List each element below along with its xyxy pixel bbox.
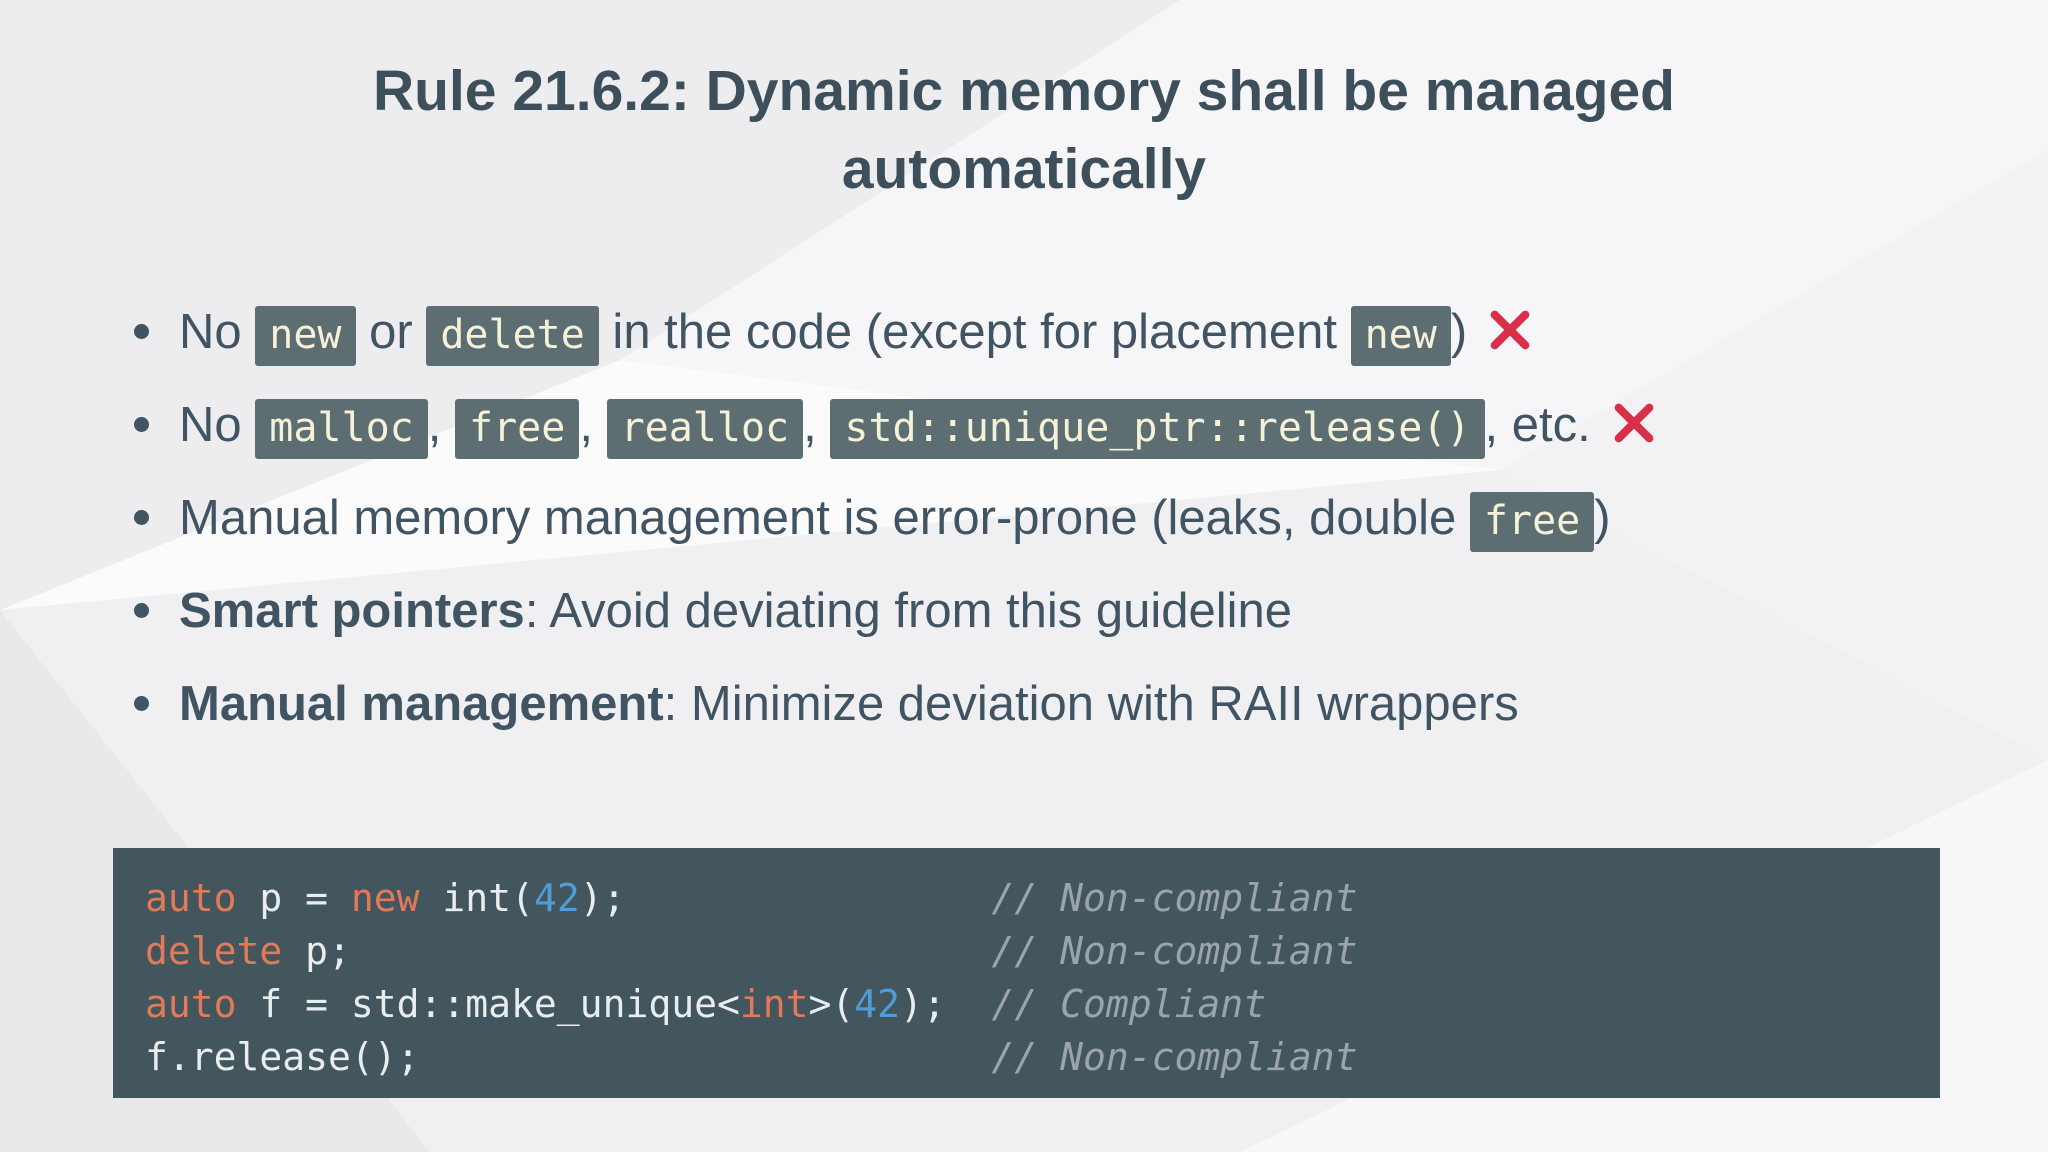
bullet-text: No (179, 305, 256, 359)
code-line: delete p; // Non-compliant (145, 925, 1940, 978)
code-token-plain: ); (579, 876, 992, 920)
code-token-keyword: auto (145, 876, 237, 920)
bullet-dot (134, 695, 149, 711)
bullet-text: in the code (except for placement (598, 305, 1351, 359)
inline-code-chip: malloc (255, 399, 428, 459)
code-token-comment: // Compliant (991, 982, 1267, 1026)
slide-title: Rule 21.6.2: Dynamic memory shall be man… (372, 59, 1675, 201)
code-token-plain: >( (808, 982, 855, 1026)
code-token-plain: int( (419, 876, 534, 920)
code-line: auto p = new int(42); // Non-compliant (145, 872, 1940, 925)
code-line: auto f = std::make_unique<int>(42); // C… (145, 978, 1940, 1031)
bullet-text: : Minimize deviation with RAII wrappers (663, 677, 1519, 731)
bullet-text: , (427, 398, 455, 452)
inline-code-chip: std::unique_ptr::release() (830, 399, 1485, 459)
inline-code-chip: delete (426, 306, 599, 366)
code-token-comment: // Non-compliant (991, 1035, 1358, 1079)
code-token-number: 42 (854, 982, 901, 1026)
inline-code-chip: new (1350, 306, 1451, 366)
bullet-text-bold: Smart pointers (179, 584, 525, 638)
code-line: f.release(); // Non-compliant (145, 1031, 1940, 1084)
inline-code-chip: free (455, 399, 580, 459)
code-token-plain: ); (900, 982, 992, 1026)
bullet-dot (134, 416, 149, 432)
bullet-item: No new or delete in the code (except for… (134, 286, 1988, 379)
code-token-number: 42 (533, 876, 580, 920)
bullet-dot (134, 602, 149, 618)
bullet-text: No (179, 398, 256, 452)
inline-code-chip: realloc (606, 399, 804, 459)
code-token-keyword: int (739, 982, 809, 1026)
bullet-text: ) (1450, 305, 1468, 359)
bullet-list: No new or delete in the code (except for… (134, 286, 1988, 751)
bullet-text: , etc. (1484, 398, 1591, 452)
inline-code-chip: new (255, 306, 356, 366)
bullet-item: Manual memory management is error-prone … (134, 472, 1988, 565)
inline-code-chip: free (1469, 492, 1595, 552)
bullet-text: Manual memory management is error-prone … (179, 491, 1470, 545)
bullet-text: ) (1594, 491, 1611, 545)
cross-icon (1490, 310, 1530, 350)
code-token-plain: f = std::make_unique< (236, 982, 740, 1026)
bullet-item: No malloc, free, realloc, std::unique_pt… (134, 379, 1988, 472)
bullet-text: : Avoid deviating from this guideline (524, 584, 1293, 638)
code-token-plain: f.release(); (145, 1035, 992, 1079)
cross-icon (1614, 403, 1654, 443)
code-token-plain: p = (236, 876, 351, 920)
code-token-keyword: delete (145, 929, 283, 973)
code-token-comment: // Non-compliant (991, 929, 1358, 973)
bullet-item: Smart pointers: Avoid deviating from thi… (134, 565, 1988, 658)
code-token-keyword: auto (145, 982, 237, 1026)
bullet-text: , (803, 398, 831, 452)
code-token-plain: p; (282, 929, 992, 973)
bullet-text-bold: Manual management (179, 677, 664, 731)
bullet-text: , (579, 398, 607, 452)
code-token-comment: // Non-compliant (991, 876, 1358, 920)
bullet-dot (134, 509, 149, 525)
bullet-text: or (355, 305, 427, 359)
bullet-item: Manual management: Minimize deviation wi… (134, 658, 1988, 751)
bullet-dot (134, 323, 149, 339)
code-token-keyword: new (350, 876, 420, 920)
